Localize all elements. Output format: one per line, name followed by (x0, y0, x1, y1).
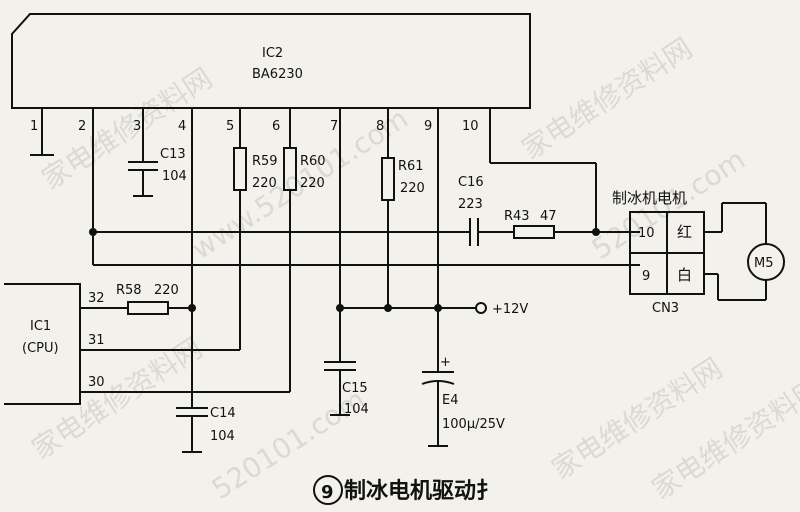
pin-label: 9 (424, 119, 432, 134)
r58-ref: R58 (116, 283, 142, 298)
pin10-wire (489, 108, 597, 232)
cn3-wire-a: 红 (677, 223, 692, 241)
e4-value: 100μ/25V (442, 417, 505, 432)
c14-ref: C14 (210, 406, 236, 421)
e4-ref: E4 (442, 393, 459, 408)
c15-capacitor: C15 104 (324, 361, 369, 417)
pin-label: 5 (226, 119, 234, 134)
pin1-ground (30, 108, 54, 156)
pin-label: 2 (78, 119, 86, 134)
r61-ref: R61 (398, 159, 424, 174)
c15-ref: C15 (342, 381, 368, 396)
c14-value: 104 (210, 429, 235, 444)
ic1-pin: 32 (88, 291, 105, 306)
cn3-ref: CN3 (652, 301, 679, 316)
ic2-block: IC2 BA6230 (11, 13, 531, 109)
connector-title: 制冰机电机 (612, 189, 687, 207)
r61-resistor: R61 220 (381, 108, 425, 308)
c16-value: 223 (458, 197, 483, 212)
caption-text: 制冰电机驱动扌 (344, 478, 498, 504)
r59-value: 220 (252, 176, 277, 191)
watermark: 家电维修资料网 (36, 61, 218, 195)
supply-bus: +12V (336, 302, 528, 317)
pin-label: 3 (133, 119, 141, 134)
cn3-pin-b: 9 (642, 269, 650, 284)
pin-label: 4 (178, 119, 186, 134)
r59-resistor: R59 220 (80, 108, 278, 351)
ic1-pin: 31 (88, 333, 105, 348)
c13-capacitor: C13 104 (128, 108, 187, 197)
ic1-name: IC1 (30, 319, 51, 334)
ic1-part: (CPU) (22, 341, 59, 356)
pin-label: 10 (462, 119, 479, 134)
cn3-connector: 制冰机电机 10 红 9 白 CN3 (612, 189, 705, 316)
r59-ref: R59 (252, 154, 278, 169)
caption-number: 9 (321, 482, 334, 503)
c16-r43-branch: C16 223 R43 47 (89, 175, 640, 246)
pin-label: 6 (272, 119, 280, 134)
pin-label: 1 (30, 119, 38, 134)
watermark: 家电维修资料网 (516, 31, 698, 165)
r60-ref: R60 (300, 154, 326, 169)
motor-label: M5 (754, 256, 774, 271)
cn3-wire-b: 白 (677, 266, 692, 284)
ic2-name: IC2 (262, 46, 283, 61)
ic2-pin-labels: 1 2 3 4 5 6 7 8 9 10 (30, 119, 479, 134)
ic1-block: IC1 (CPU) 32 31 30 (4, 283, 105, 405)
ic1-outline (4, 283, 81, 405)
r60-resistor: R60 220 (80, 108, 326, 393)
c13-value: 104 (162, 169, 187, 184)
motor-m5: M5 (704, 202, 785, 301)
e4-capacitor: + E4 100μ/25V (421, 355, 505, 447)
r58-value: 220 (154, 283, 179, 298)
c13-ref: C13 (160, 147, 186, 162)
ic2-outline (11, 13, 531, 109)
e4-polarity: + (440, 355, 451, 370)
r43-ref: R43 (504, 209, 530, 224)
r43-value: 47 (540, 209, 557, 224)
c15-value: 104 (344, 402, 369, 417)
cn3-pin-a: 10 (638, 226, 655, 241)
supply-label: +12V (492, 302, 528, 317)
ic1-pin: 30 (88, 375, 105, 390)
r58-resistor: R58 220 (80, 283, 196, 315)
c14-capacitor: C14 104 (176, 406, 236, 453)
c16-ref: C16 (458, 175, 484, 190)
r61-value: 220 (400, 181, 425, 196)
figure-caption: 9 制冰电机驱动扌 (313, 475, 498, 505)
r60-value: 220 (300, 176, 325, 191)
pin-label: 8 (376, 119, 384, 134)
ic2-part: BA6230 (252, 67, 303, 82)
pin-label: 7 (330, 119, 338, 134)
